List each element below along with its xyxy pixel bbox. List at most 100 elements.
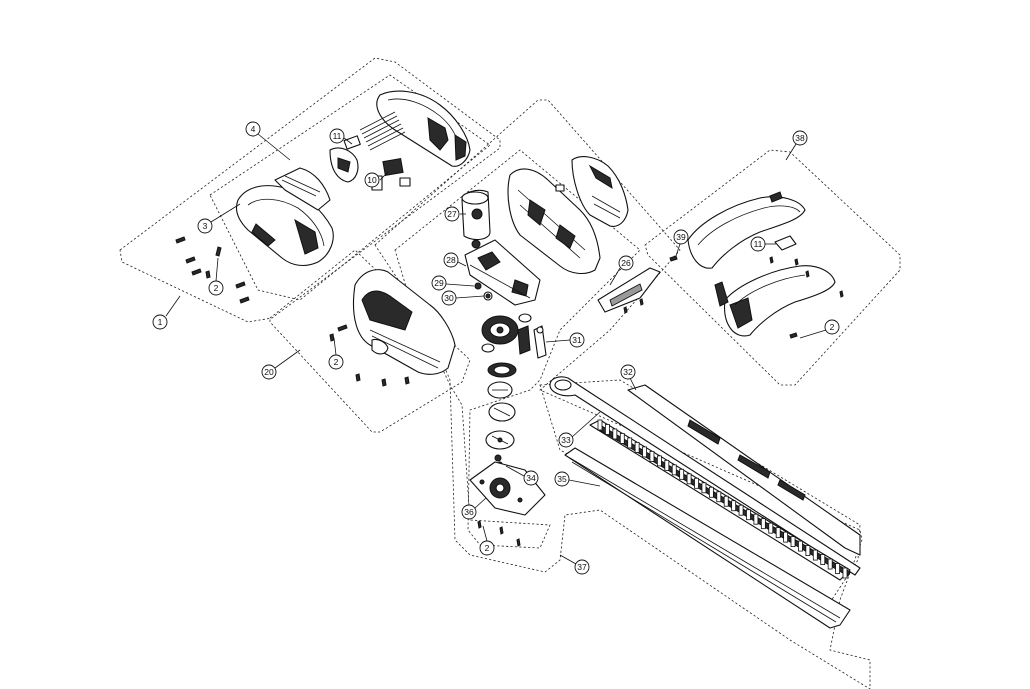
blade-tooth (753, 513, 759, 525)
blade-tooth (775, 527, 781, 539)
screws-group-36 (477, 520, 521, 547)
blade-tooth (649, 450, 655, 462)
blade-tooth (627, 437, 633, 449)
callout-30: 30 (441, 290, 485, 306)
blade-tooth (605, 424, 610, 435)
callout-28: 28 (443, 252, 467, 268)
callout-2-left: 2 (208, 257, 224, 296)
motor-housing-left (352, 269, 456, 375)
blade-tooth (656, 455, 662, 467)
blade-teeth (597, 419, 848, 579)
blade-tooth (820, 554, 826, 565)
blade-tooth (716, 491, 722, 503)
battery-contacts (359, 111, 406, 151)
callout-label: 3 (203, 221, 208, 231)
callout-label: 27 (447, 209, 457, 219)
callout-label: 26 (621, 258, 631, 268)
callout-label: 32 (623, 367, 633, 377)
blade-tooth (701, 482, 707, 494)
blade-tooth (679, 468, 685, 480)
callout-label: 35 (557, 474, 567, 484)
blade-tooth (686, 473, 692, 485)
callout-label: 33 (561, 435, 571, 445)
callout-38: 38 (785, 130, 808, 161)
callout-37: 37 (559, 554, 590, 575)
blade-tooth (642, 446, 647, 458)
blade-tooth (827, 558, 833, 570)
callout-label: 10 (367, 175, 377, 185)
screws-group-1 (175, 236, 250, 304)
callout-label: 31 (572, 335, 582, 345)
callouts: 1 2 2 2 2 3 4 (152, 121, 840, 575)
blade-tooth (731, 500, 737, 512)
motor-housing-right-shell (507, 168, 601, 275)
handle-housing-right (376, 90, 471, 167)
callout-label: 29 (434, 278, 444, 288)
blade-tooth (842, 567, 848, 579)
blade-tooth (738, 504, 744, 516)
blade-tooth (612, 428, 618, 440)
outline-group-inner (394, 149, 641, 549)
blade-tooth (664, 459, 670, 471)
blade-tooth (798, 540, 803, 552)
callout-label: 4 (251, 124, 256, 134)
blade-tooth (723, 495, 729, 507)
callout-label: 20 (264, 367, 274, 377)
callout-label: 11 (333, 131, 342, 141)
blade-tooth (634, 442, 640, 453)
callout-label: 2 (485, 543, 490, 553)
callout-39: 39 (673, 229, 689, 257)
outline-group-3 (209, 74, 491, 301)
callout-26: 26 (609, 255, 634, 286)
blade-tooth (805, 545, 811, 556)
callout-label: 30 (444, 293, 454, 303)
guard-plate (597, 267, 661, 314)
callout-35: 35 (554, 471, 601, 487)
callout-4: 4 (245, 121, 291, 161)
lower-blade (564, 447, 851, 629)
blade-tooth (746, 509, 751, 521)
blade-tooth (768, 522, 774, 534)
blade-drive-bar (549, 376, 861, 576)
callout-2-handle: 2 (799, 319, 840, 339)
callout-27: 27 (444, 206, 466, 222)
blade-guard (627, 384, 861, 556)
blade-tooth (619, 433, 625, 444)
blade-tooth (708, 486, 714, 498)
callout-34: 34 (505, 465, 539, 486)
callout-label: 37 (577, 562, 587, 572)
callout-label: 2 (214, 283, 219, 293)
callout-label: 2 (334, 357, 339, 367)
motor (461, 189, 491, 249)
switch-lever-38 (669, 235, 844, 339)
gearbox-cover (469, 461, 546, 516)
trigger-switch-assembly (274, 135, 411, 211)
blade-tooth (760, 518, 766, 530)
callout-label: 34 (526, 473, 536, 483)
blade-tooth (790, 536, 796, 548)
front-handle-upper (687, 191, 806, 269)
callout-label: 11 (754, 239, 763, 249)
callout-3: 3 (197, 203, 241, 234)
front-handle-lower (714, 265, 836, 337)
cam-stack (485, 362, 517, 467)
callout-2-motor: 2 (328, 337, 344, 370)
outline-blade-group (539, 379, 861, 611)
callout-label: 2 (830, 322, 835, 332)
outline-group-1 (119, 57, 501, 323)
callout-10: 10 (364, 171, 389, 188)
callout-2-gearbox: 2 (479, 525, 495, 556)
handle-housing-left (235, 185, 334, 267)
callout-label: 38 (795, 133, 805, 143)
callout-label: 28 (446, 255, 456, 265)
callout-29: 29 (431, 275, 475, 291)
main-gear (481, 313, 532, 353)
handle-cover (571, 156, 629, 227)
outline-group-20 (269, 249, 471, 433)
blade-tooth (694, 477, 699, 489)
callout-11-handle: 11 (750, 236, 776, 252)
callout-36: 36 (461, 497, 487, 520)
callout-1: 1 (152, 295, 181, 330)
callout-33: 33 (558, 411, 601, 448)
spring-and-pin (517, 325, 547, 359)
